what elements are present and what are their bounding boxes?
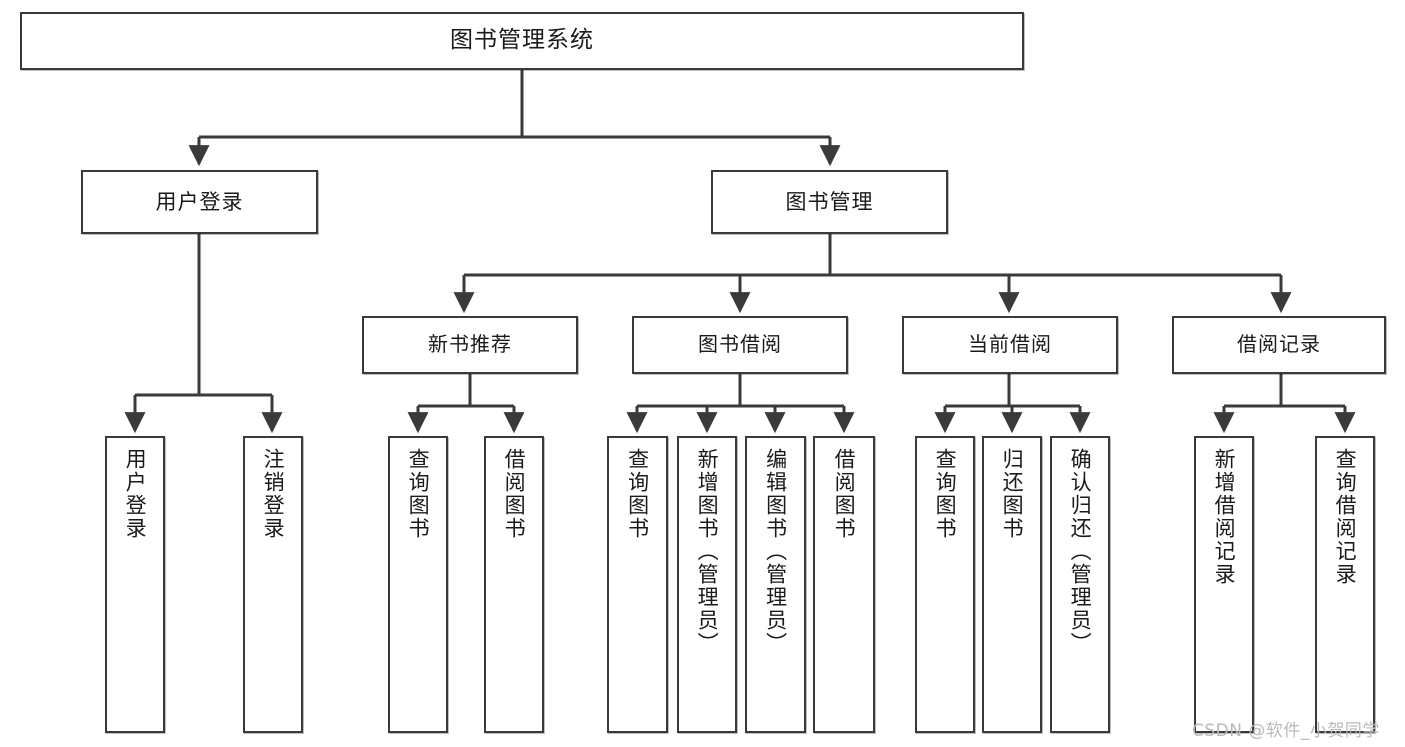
node-current-borrow-label: 当前借阅 bbox=[968, 332, 1052, 357]
leaf-node[interactable]: 查询图书 bbox=[915, 436, 975, 733]
node-root[interactable]: 图书管理系统 bbox=[20, 12, 1024, 70]
leaf-node-label: 编辑图书（管理员） bbox=[763, 448, 788, 655]
leaf-node[interactable]: 用户登录 bbox=[105, 436, 165, 733]
leaf-node[interactable]: 编辑图书（管理员） bbox=[745, 436, 806, 733]
node-book-management[interactable]: 图书管理 bbox=[711, 170, 948, 234]
node-user-login-label: 用户登录 bbox=[155, 189, 244, 214]
leaf-node[interactable]: 借阅图书 bbox=[813, 436, 875, 733]
node-book-management-label: 图书管理 bbox=[785, 189, 874, 214]
leaf-node-label: 查询图书 bbox=[625, 448, 650, 540]
node-root-label: 图书管理系统 bbox=[450, 27, 594, 54]
leaf-node[interactable]: 归还图书 bbox=[982, 436, 1042, 733]
leaf-node[interactable]: 查询图书 bbox=[388, 436, 448, 733]
watermark: CSDN @软件_小贺同学 bbox=[1192, 721, 1380, 741]
node-current-borrow[interactable]: 当前借阅 bbox=[902, 316, 1118, 374]
node-new-book-recommend-label: 新书推荐 bbox=[428, 332, 512, 357]
node-book-borrow[interactable]: 图书借阅 bbox=[632, 316, 848, 374]
node-borrow-record[interactable]: 借阅记录 bbox=[1172, 316, 1386, 374]
leaf-node[interactable]: 借阅图书 bbox=[484, 436, 544, 733]
node-user-login[interactable]: 用户登录 bbox=[81, 170, 318, 234]
node-book-borrow-label: 图书借阅 bbox=[698, 332, 782, 357]
leaf-node[interactable]: 确认归还（管理员） bbox=[1050, 436, 1110, 733]
leaf-node[interactable]: 查询图书 bbox=[607, 436, 668, 733]
leaf-node[interactable]: 查询借阅记录 bbox=[1315, 436, 1375, 733]
leaf-node-label: 用户登录 bbox=[123, 448, 148, 540]
leaf-node-label: 注销登录 bbox=[261, 448, 286, 540]
leaf-node-label: 新增借阅记录 bbox=[1212, 448, 1237, 586]
leaf-node-label: 借阅图书 bbox=[502, 448, 527, 540]
leaf-node-label: 借阅图书 bbox=[832, 448, 857, 540]
node-new-book-recommend[interactable]: 新书推荐 bbox=[362, 316, 578, 374]
leaf-node[interactable]: 新增借阅记录 bbox=[1194, 436, 1254, 733]
leaf-node[interactable]: 新增图书（管理员） bbox=[677, 436, 737, 733]
leaf-node-label: 查询图书 bbox=[406, 448, 431, 540]
leaf-node-label: 确认归还（管理员） bbox=[1068, 448, 1093, 655]
leaf-node-label: 新增图书（管理员） bbox=[695, 448, 720, 655]
leaf-node-label: 查询图书 bbox=[933, 448, 958, 540]
leaf-node[interactable]: 注销登录 bbox=[243, 436, 303, 733]
node-borrow-record-label: 借阅记录 bbox=[1237, 332, 1321, 357]
leaf-node-label: 查询借阅记录 bbox=[1333, 448, 1358, 586]
leaf-node-label: 归还图书 bbox=[1000, 448, 1025, 540]
